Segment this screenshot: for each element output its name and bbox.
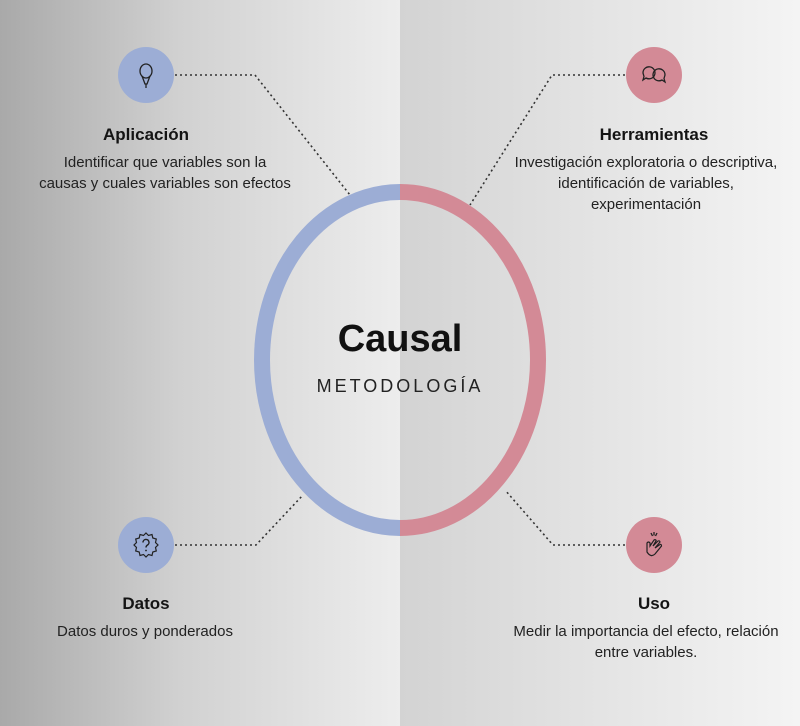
datos-desc: Datos duros y ponderados (20, 621, 270, 642)
aplicacion-title: Aplicación (103, 125, 189, 144)
datos-title: Datos (122, 594, 170, 613)
connector-uso (504, 489, 625, 546)
chat-bubbles-icon (641, 66, 667, 84)
clapping-hands-icon (646, 532, 663, 557)
connector-aplicacion (175, 74, 351, 196)
uso-desc-line-2: entre variables. (594, 644, 698, 661)
ring-left-half (254, 184, 401, 536)
background-right (400, 0, 800, 726)
herramientas-desc-line-1: Investigación exploratoria o descriptiva… (514, 154, 778, 171)
node-uso (626, 517, 682, 573)
center-subtitle: METODOLOGÍA (316, 376, 484, 396)
question-badge-icon (133, 532, 159, 558)
herramientas-desc-line-2: identificación de variables, (558, 175, 734, 192)
aplicacion-desc: Identificar que variables son la causas … (20, 152, 310, 194)
aplicacion-desc-line-1: Identificar que variables son la (63, 154, 267, 171)
node-herramientas (626, 47, 682, 103)
uso-desc-line-1: Medir la importancia del efecto, relació… (513, 623, 779, 640)
herramientas-desc-line-3: experimentación (590, 196, 702, 213)
node-aplicacion (118, 47, 174, 103)
center-title: Causal (337, 318, 463, 360)
connector-herramientas (469, 74, 625, 206)
node-datos (118, 517, 174, 573)
connector-datos (175, 494, 304, 546)
ring-right-half (399, 184, 546, 536)
background-left (0, 0, 400, 726)
aplicacion-desc-line-2: causas y cuales variables son efectos (39, 175, 291, 192)
herramientas-title: Herramientas (599, 125, 709, 144)
datos-desc-line-1: Datos duros y ponderados (57, 623, 233, 640)
uso-title: Uso (637, 594, 671, 613)
herramientas-desc: Investigación exploratoria o descriptiva… (496, 152, 796, 215)
uso-desc: Medir la importancia del efecto, relació… (496, 621, 796, 663)
microphone-icon (139, 63, 153, 88)
